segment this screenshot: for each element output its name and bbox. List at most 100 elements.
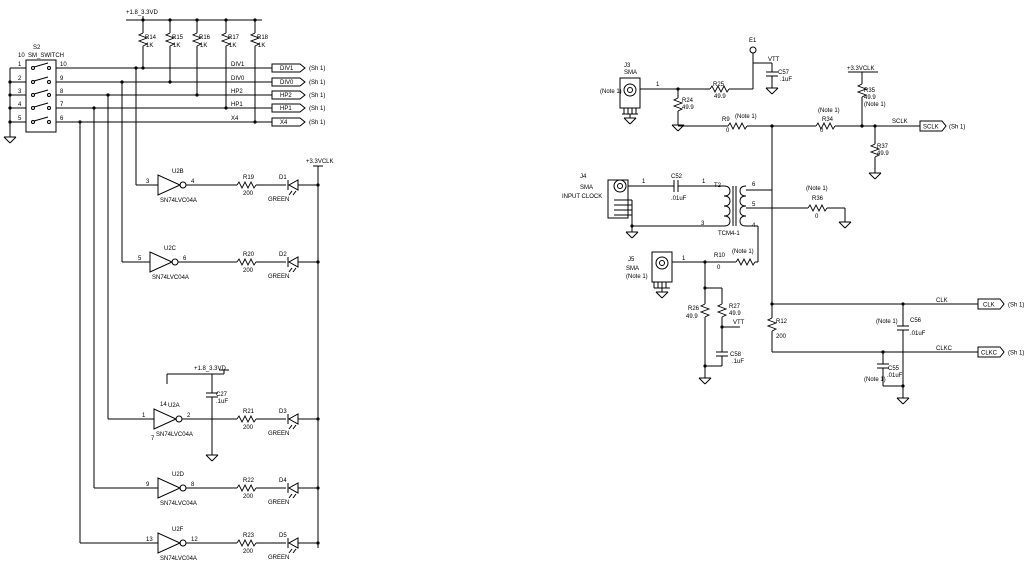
- pin-out: 8: [191, 482, 195, 488]
- wire: [288, 190, 293, 196]
- switch-pin10-label: 10: [18, 53, 25, 59]
- pullup-value: 1K: [173, 43, 180, 49]
- junction: [224, 18, 228, 22]
- led-icon: [287, 179, 299, 191]
- pin-in: 13: [146, 537, 153, 543]
- c52-value: .01uF: [671, 196, 687, 202]
- clkc-net: CLKC: [936, 346, 953, 352]
- resistor: [236, 257, 257, 267]
- led-ref: D2: [279, 252, 287, 258]
- power-label: +1.8_3.3VD: [194, 366, 227, 372]
- t2-p1: 1: [702, 179, 706, 185]
- led-icon: [287, 482, 299, 494]
- ground-icon: [698, 377, 712, 385]
- res-value: 200: [243, 549, 254, 555]
- t2-p3: 3: [701, 221, 705, 227]
- clk-sheet: (Sh 1): [1008, 303, 1024, 309]
- r12-value: 200: [776, 334, 787, 340]
- resistor: [164, 32, 176, 47]
- res-ref: R20: [243, 252, 255, 258]
- r26-ref: R26: [688, 306, 700, 312]
- r10-value: 0: [717, 265, 721, 271]
- led-color: GREEN: [268, 555, 289, 561]
- r9-note: (Note 1): [735, 114, 757, 120]
- inverter-ref: U2A: [168, 403, 180, 409]
- r35-ref: R35: [864, 88, 876, 94]
- junction: [141, 18, 145, 22]
- res-value: 200: [243, 425, 254, 431]
- r35-note: (Note 1): [864, 102, 886, 108]
- ground-icon: [868, 172, 882, 180]
- wire: [33, 89, 49, 95]
- port-sheet: (Sh 1): [309, 66, 325, 72]
- port-hp2: [271, 90, 306, 100]
- inverter-icon: [157, 477, 182, 499]
- wire: [292, 548, 297, 554]
- resistor: [236, 414, 257, 424]
- led-color: GREEN: [268, 431, 289, 437]
- sclk-port: [919, 120, 947, 132]
- r34-note: (Note 1): [818, 108, 840, 114]
- clkc-port: [977, 346, 1005, 358]
- inverter-ref: U2B: [172, 169, 184, 175]
- vtt-label: VTT: [733, 320, 745, 326]
- r24-value: 49.9: [682, 105, 694, 111]
- wire: [288, 267, 293, 273]
- pullup-value: 1K: [258, 43, 265, 49]
- junction: [134, 66, 138, 70]
- pin-in: 5: [138, 256, 142, 262]
- j4-ref: J4: [580, 174, 587, 180]
- power-label: +1.8_3.3VD: [126, 10, 159, 16]
- c56-value: .01uF: [910, 331, 926, 337]
- c27-value: .1uF: [216, 399, 228, 405]
- sclk-port-label: SCLK: [923, 125, 939, 131]
- led-icon: [287, 256, 299, 268]
- port-sheet: (Sh 1): [309, 106, 325, 112]
- inverter-icon: [149, 251, 174, 273]
- net-label: DIV1: [231, 62, 245, 68]
- pin-out: 6: [183, 256, 187, 262]
- j3-note: (Note 1): [600, 89, 622, 95]
- c57-value: .1uF: [780, 77, 792, 83]
- r36-value: 0: [815, 214, 819, 220]
- switch-right-pin: 7: [60, 102, 64, 108]
- switch-right-pin: 6: [60, 116, 64, 122]
- r26-value: 49.9: [686, 314, 698, 320]
- switch-contact: [31, 120, 35, 124]
- j3-ref: J3: [624, 63, 631, 69]
- port-sheet: (Sh 1): [309, 80, 325, 86]
- r9-value: 0: [726, 128, 730, 134]
- power-label: +3.3VCLK: [306, 159, 334, 165]
- sclk-net: SCLK: [892, 119, 908, 125]
- led-color: GREEN: [268, 197, 289, 203]
- r35-value: 49.9: [864, 95, 876, 101]
- resistor: [220, 32, 232, 47]
- wire: [33, 102, 49, 108]
- port-label: HP2: [280, 93, 292, 99]
- vtt-label: VTT: [768, 57, 780, 63]
- wire: [292, 493, 297, 499]
- junction: [168, 18, 172, 22]
- switch-contact: [31, 80, 35, 84]
- net-label: DIV0: [231, 76, 245, 82]
- u2a-supply: +1.8_3.3VD C27 .1uF 14 7: [151, 366, 229, 462]
- t2-p6: 6: [752, 182, 756, 188]
- inverter-part: SN74LVC04A: [160, 198, 197, 204]
- r27-ref: R27: [729, 304, 741, 310]
- switch-contact: [47, 120, 51, 124]
- ground-icon: [655, 291, 669, 299]
- res-ref: R23: [243, 533, 255, 539]
- transformer-t2: [723, 185, 731, 227]
- test-point-e1: [749, 46, 757, 54]
- ground-icon: [3, 136, 17, 144]
- c55-note: (Note 1): [864, 377, 886, 383]
- switch-contact: [47, 66, 51, 70]
- wire: [292, 424, 297, 430]
- pullup-value: 1K: [146, 43, 153, 49]
- pin-out: 2: [187, 413, 191, 419]
- switch-contact: [31, 66, 35, 70]
- c56-ref: C56: [910, 318, 922, 324]
- pin-in: 3: [146, 179, 150, 185]
- clkc-sheet: (Sh 1): [1008, 351, 1024, 357]
